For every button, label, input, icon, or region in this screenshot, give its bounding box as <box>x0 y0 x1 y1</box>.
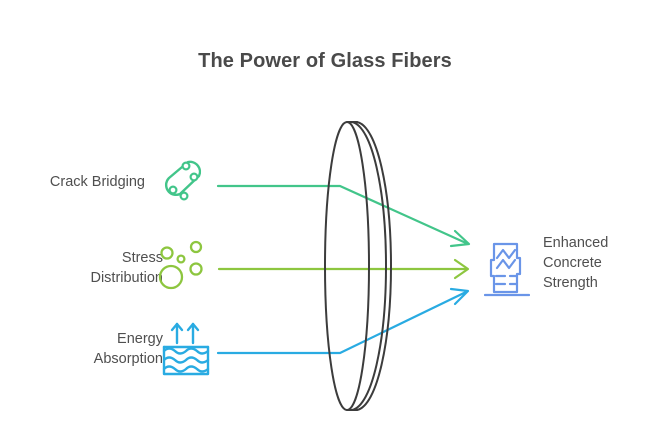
water-absorption-icon <box>160 320 212 378</box>
bubbles-icon <box>158 238 214 294</box>
connector-energy-absorption <box>216 287 470 355</box>
connector-crack-bridging <box>216 184 471 248</box>
label-crack-bridging: Crack Bridging <box>49 174 145 190</box>
label-enhanced-concrete-strength: Enhanced Concrete Strength <box>543 235 609 291</box>
label-energy-absorption: Energy Absorption <box>93 331 163 367</box>
label-stress-distribution: Stress Distribution <box>90 250 163 286</box>
chain-link-icon <box>155 152 209 206</box>
page-title: The Power of Glass Fibers <box>198 50 452 72</box>
connector-stress-distribution <box>217 258 470 280</box>
concrete-column-icon <box>483 238 531 298</box>
